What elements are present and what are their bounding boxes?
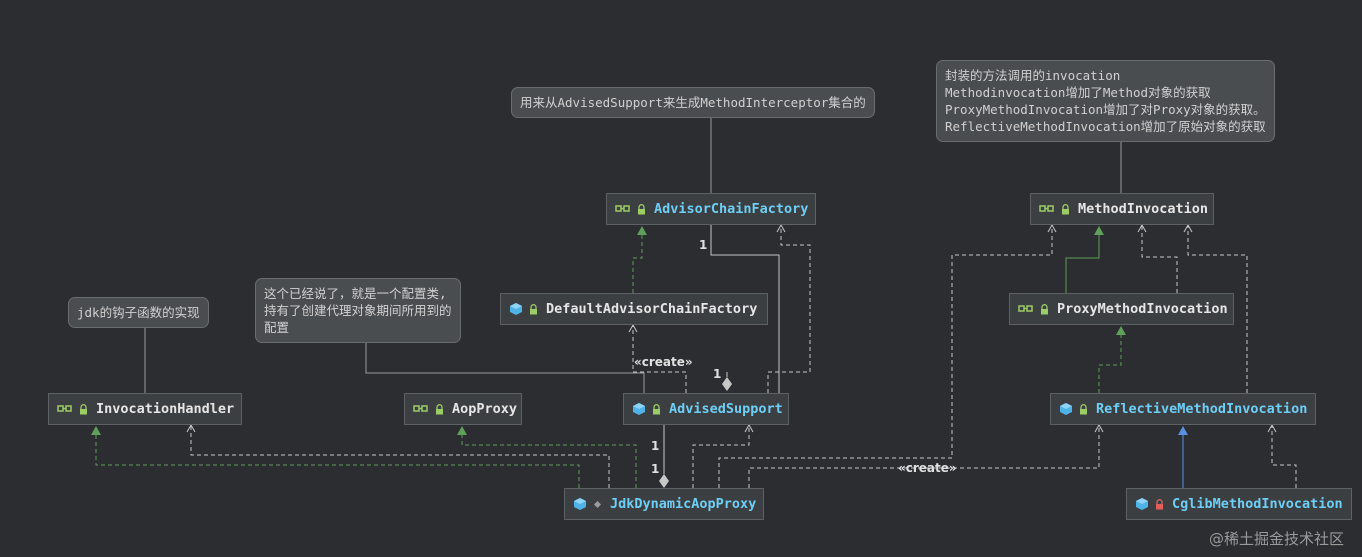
node-cglib-method-invocation[interactable]: CglibMethodInvocation [1126,488,1352,520]
node-name: InvocationHandler [96,401,235,417]
label-multiplicity: 1 [699,238,707,252]
node-proxy-method-invocation[interactable]: ProxyMethodInvocation [1009,293,1234,325]
arrow-dependency-invocation-handler [186,423,196,433]
class-icon [1135,497,1149,511]
node-reflective-method-invocation[interactable]: ReflectiveMethodInvocation [1050,393,1316,425]
node-invocation-handler[interactable]: InvocationHandler [48,393,242,425]
public-lock-icon [1061,203,1070,215]
class-icon [509,302,523,316]
watermark: @稀土掘金技术社区 [1208,530,1344,548]
edge-jdk-depends-advised [692,425,750,488]
interface-icon [57,403,73,415]
edge-advised-aggregates-chain-factory [710,225,780,393]
edge-default-implements-chain-factory [632,234,643,293]
edge-cglib-depends-reflective [1271,425,1297,488]
arrow-extends-method-invocation [1094,226,1104,235]
note-line: 封装的方法调用的invocation [945,68,1121,83]
arrow-create-default [628,323,638,333]
label-multiplicity: 1 [651,462,659,476]
node-name: DefaultAdvisorChainFactory [546,301,758,317]
label-create: «create» [898,461,957,475]
node-jdk-dynamic-aop-proxy[interactable]: JdkDynamicAopProxy [564,488,764,520]
node-method-invocation[interactable]: MethodInvocation [1030,193,1214,225]
advised-support-note: 这个已经说了，就是一个配置类, 持有了创建代理对象期间所用到的 配置 [255,278,461,343]
edge-jdk-implements-invocation-handler [95,434,580,488]
note-line: 持有了创建代理对象期间所用到的 [264,303,452,318]
final-class-icon [573,497,587,511]
note-connector-advised-support [365,341,645,393]
edge-reflective-depends-method-a [1187,225,1248,393]
node-default-advisor-chain-factory[interactable]: DefaultAdvisorChainFactory [500,293,768,325]
public-lock-icon [1079,403,1088,415]
arrow-implements-proxy [1116,326,1126,335]
node-name: AdvisedSupport [669,401,783,417]
edge-reflective-implements-proxy [1098,334,1122,393]
class-icon [632,402,646,416]
node-name: AopProxy [452,401,518,417]
invocation-handler-note: jdk的钩子函数的实现 [68,297,209,328]
aggregation-diamond [722,377,732,391]
edge-reflective-depends-method-b [1141,225,1178,293]
arrow-dependency-method-a [1183,223,1193,233]
node-name: ProxyMethodInvocation [1057,301,1228,317]
interface-icon [1018,303,1034,315]
edge-jdk-creates-reflective [748,425,1100,488]
node-aop-proxy[interactable]: AopProxy [404,393,522,425]
interface-icon [1039,203,1055,215]
class-icon [1059,402,1073,416]
note-line: ReflectiveMethodInvocation增加了原始对象的获取 [945,119,1266,134]
edge-jdk-implements-aop-proxy [461,434,637,488]
edge-advised-creates-default [632,325,687,393]
label-multiplicity: 1 [651,439,659,453]
arrow-implements-aop-proxy [457,426,467,435]
arrow-create-reflective [1094,423,1104,433]
node-advised-support[interactable]: AdvisedSupport [623,393,789,425]
public-lock-icon [1040,303,1049,315]
label-multiplicity: 1 [713,367,721,381]
package-private-icon [593,499,602,510]
note-line: jdk的钩子函数的实现 [77,305,200,320]
note-line: 这个已经说了，就是一个配置类, [264,286,447,301]
edge-jdk-depends-invocation-handler [190,425,610,488]
chain-factory-note: 用来从AdvisedSupport来生成MethodInterceptor集合的 [511,87,875,118]
node-name: ReflectiveMethodInvocation [1096,401,1308,417]
node-name: AdvisorChainFactory [654,201,809,217]
node-name: CglibMethodInvocation [1172,496,1343,512]
arrow-implements-invocation-handler [91,426,101,435]
public-lock-icon [652,403,661,415]
public-lock-icon [435,403,444,415]
label-create: «create» [634,355,693,369]
public-lock-icon [79,403,88,415]
arrow-dependency-reflective [1267,423,1277,433]
note-line: ProxyMethodInvocation增加了对Proxy对象的获取。 [945,102,1266,117]
arrow-dependency-method-b [1137,223,1147,233]
edge-jdk-depends-method-invocation [718,225,1053,488]
private-lock-icon [1155,498,1164,510]
public-lock-icon [637,203,646,215]
method-invocation-note: 封装的方法调用的invocation Methodinvocation增加了Me… [936,60,1275,142]
interface-icon [413,403,429,415]
arrow-dependency-advised [744,423,754,433]
node-name: JdkDynamicAopProxy [610,496,757,512]
aggregation-diamond-jdk [659,474,669,488]
node-advisor-chain-factory[interactable]: AdvisorChainFactory [606,193,816,225]
public-lock-icon [529,303,538,315]
edge-proxy-extends-method-invocation [1065,234,1100,293]
node-name: MethodInvocation [1078,201,1209,217]
note-line: 用来从AdvisedSupport来生成MethodInterceptor集合的 [520,95,866,110]
arrow-dependency [776,223,786,233]
arrow-dependency-method-invocation [1047,223,1057,233]
edge-advised-depends-chain-factory [767,225,811,393]
arrow-extends-reflective [1178,426,1188,435]
interface-icon [615,203,631,215]
note-line: 配置 [264,320,290,335]
note-line: Methodinvocation增加了Method对象的获取 [945,85,1211,100]
arrow-implements [637,226,647,235]
